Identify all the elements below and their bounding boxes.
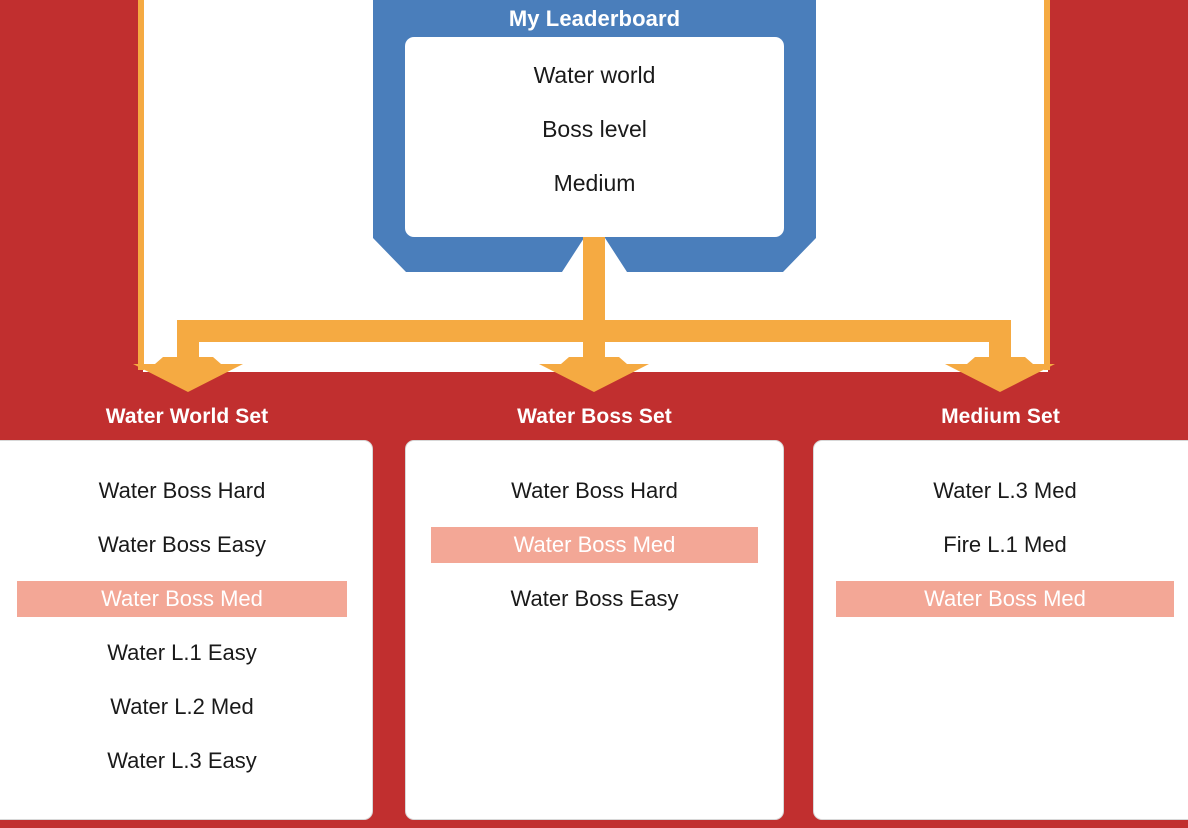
set-item-selected[interactable]: Water Boss Med [836, 581, 1174, 617]
leaderboard-row: Boss level [542, 116, 647, 142]
connector-bus-horizontal [177, 320, 1011, 342]
set-item[interactable]: Water L.3 Easy [107, 748, 257, 773]
set-label-water-world: Water World Set [105, 405, 269, 428]
leaderboard-card: Water world Boss level Medium [405, 37, 784, 237]
set-item[interactable]: Water Boss Easy [98, 532, 266, 557]
set-item-selected[interactable]: Water Boss Med [431, 527, 758, 563]
set-item[interactable]: Fire L.1 Med [943, 532, 1067, 557]
set-item[interactable]: Water Boss Easy [510, 586, 679, 611]
set-label-medium: Medium Set [941, 405, 1060, 428]
set-label-water-boss: Water Boss Set [517, 405, 672, 428]
set-item[interactable]: Water Boss Hard [98, 478, 266, 503]
arrowhead-left [133, 357, 243, 392]
panel-rail-right [1044, 0, 1050, 370]
set-item[interactable]: Water L.3 Med [933, 478, 1077, 503]
arrowhead-right [945, 357, 1055, 392]
leaderboard-row: Water world [533, 62, 656, 88]
connector-stem-vertical [583, 236, 605, 372]
connector-leg-left [177, 320, 199, 368]
leaderboard-row: Medium [553, 170, 636, 196]
set-item[interactable]: Water Boss Hard [511, 478, 678, 503]
set-item[interactable]: Water L.1 Easy [107, 640, 257, 665]
panel-rail-left [138, 0, 144, 370]
set-item-selected[interactable]: Water Boss Med [17, 581, 347, 617]
set-item[interactable]: Water L.2 Med [110, 694, 254, 719]
arrowhead-center [539, 357, 649, 392]
connector-leg-right [989, 320, 1011, 368]
